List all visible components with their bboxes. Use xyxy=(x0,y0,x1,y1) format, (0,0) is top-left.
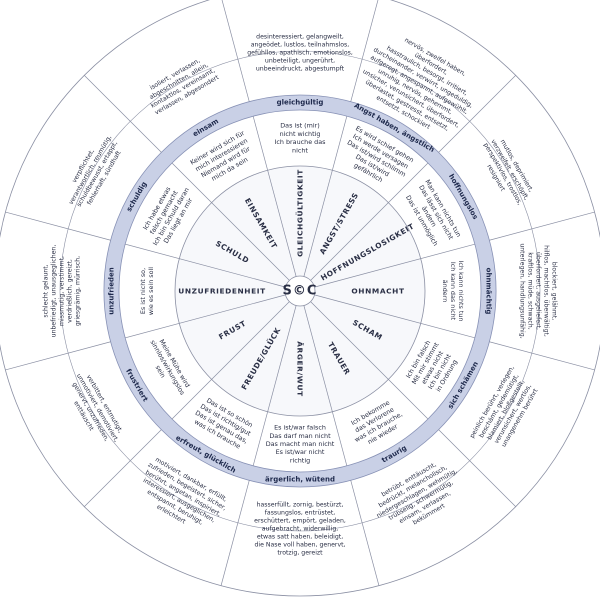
segment: UNZUFRIEDENHEIT unzufrieden Es ist nicht s… xyxy=(43,245,266,338)
divider-line xyxy=(438,75,516,153)
ring-emotion-label: ärgerlich, wütend xyxy=(265,476,335,484)
divider-line xyxy=(252,305,297,466)
outer-feeling-line: unbefriedigt, unausgeglichen, xyxy=(51,245,58,338)
belief-line: nicht xyxy=(292,146,308,154)
outer-feeling-line: unbeeindruckt, abgestumpft xyxy=(256,66,345,73)
ring-emotion-label: gleichgültig xyxy=(277,99,324,107)
segment: ÄRGER/WUT ärgerlich, wütend Es ist/war fal… xyxy=(254,341,346,556)
outer-feeling-line: kraftlos, müde, schwach, xyxy=(527,252,534,329)
divider-line xyxy=(171,301,290,420)
belief-line: wie es sein soll xyxy=(147,267,155,315)
outer-feeling-line: griesgrämig, mürrisch, xyxy=(75,256,82,326)
divider-line xyxy=(171,162,290,281)
divider-line xyxy=(489,341,595,371)
outer-feeling-line: unterlegen, handlungsunfähig, xyxy=(519,243,526,338)
inner-emotion-label: GLEICHGÜLTIGKEIT xyxy=(296,169,305,257)
outer-feeling-line: gefühllos, apathisch, emotionslos, xyxy=(247,50,353,57)
divider-line xyxy=(310,162,429,281)
belief-line: Ich kann das nicht xyxy=(449,262,457,321)
outer-feeling-line: hasserfüllt, zornig, bestürzt, xyxy=(257,502,344,509)
belief-line: ändern xyxy=(441,280,449,303)
divider-line xyxy=(84,75,162,153)
belief-line: Es ist/war nicht xyxy=(276,448,325,456)
divider-line xyxy=(221,0,250,102)
outer-feeling-line: unbeteiligt, ungerührt, xyxy=(265,58,335,65)
outer-feeling-line: missmutig, verstimmt, xyxy=(59,256,66,326)
divider-line xyxy=(303,116,348,277)
outer-feeling-line: blockiert, gelähmt, xyxy=(551,262,558,320)
belief-line: nicht wichtig xyxy=(280,130,321,138)
outer-feeling-line: aufgebracht, widerwillig, xyxy=(262,526,338,533)
outer-feeling-line: die Nase voll haben, genervt, xyxy=(254,542,345,549)
middle-circle xyxy=(59,50,541,532)
outer-feeling-line: schlecht gelaunt, xyxy=(43,264,50,317)
outer-feeling-line: überfordert, ausgeliefert, xyxy=(535,252,542,330)
center-circle xyxy=(284,275,316,307)
divider-line xyxy=(220,480,250,586)
ring-emotion-label: ohnmächtig xyxy=(485,268,493,315)
belief-line: Es ist nicht so, xyxy=(139,268,147,314)
divider-line xyxy=(314,294,475,339)
center-hub: S©C xyxy=(283,275,318,307)
belief-line: Ich kann nichts tun xyxy=(457,261,465,322)
divider-line xyxy=(252,116,297,277)
divider-line xyxy=(303,305,348,466)
divider-line xyxy=(438,429,516,507)
outer-feeling-line: angeödet, lustlos, teilnahmslos, xyxy=(251,42,350,49)
outer-feeling-line: trotzig, gereizt xyxy=(277,550,323,557)
divider-line xyxy=(84,429,162,507)
outer-feeling-line: desinteressiert, gelangweilt, xyxy=(256,34,344,41)
belief-line: Das macht man nicht xyxy=(266,440,335,448)
inner-emotion-label: ÄRGER/WUT xyxy=(296,341,305,397)
belief-line: Das darf man nicht xyxy=(269,432,331,440)
divider-line xyxy=(125,243,286,288)
inner-emotion-label: UNZUFRIEDENHEIT xyxy=(178,287,265,296)
divider-lines xyxy=(5,0,595,586)
belief-line: Das ist (mir) xyxy=(280,122,319,130)
inner-emotion-label: OHNMACHT xyxy=(351,287,404,296)
divider-line xyxy=(489,211,595,241)
ring-band xyxy=(103,94,497,488)
center-label: S©C xyxy=(283,284,318,299)
divider-line xyxy=(350,480,380,586)
ring-emotion-label: unzufrieden xyxy=(108,267,116,314)
outer-feeling-line: hilflos, machtlos, überwältigt, xyxy=(543,245,550,337)
belief-line: Es ist/war falsch xyxy=(274,424,326,432)
divider-line xyxy=(5,341,111,371)
divider-line xyxy=(5,211,111,241)
outer-feeling-line: fassungslos, entrüstet, xyxy=(265,510,336,517)
divider-line xyxy=(125,294,286,339)
outer-feeling-line: verdrießlich, gereizt, xyxy=(67,259,74,323)
segment: OHNMACHT ohnmächtig Ich kann nichts tunIch… xyxy=(351,243,557,338)
outer-feeling-line: erschüttert, empört, geladen, xyxy=(254,518,346,525)
divider-line xyxy=(310,301,429,420)
divider-line xyxy=(350,0,379,102)
belief-line: richtig xyxy=(290,456,310,464)
belief-line: Ich brauche das xyxy=(275,138,327,146)
outer-feeling-line: etwas satt haben, beleidigt, xyxy=(257,534,343,541)
divider-line xyxy=(314,243,475,288)
